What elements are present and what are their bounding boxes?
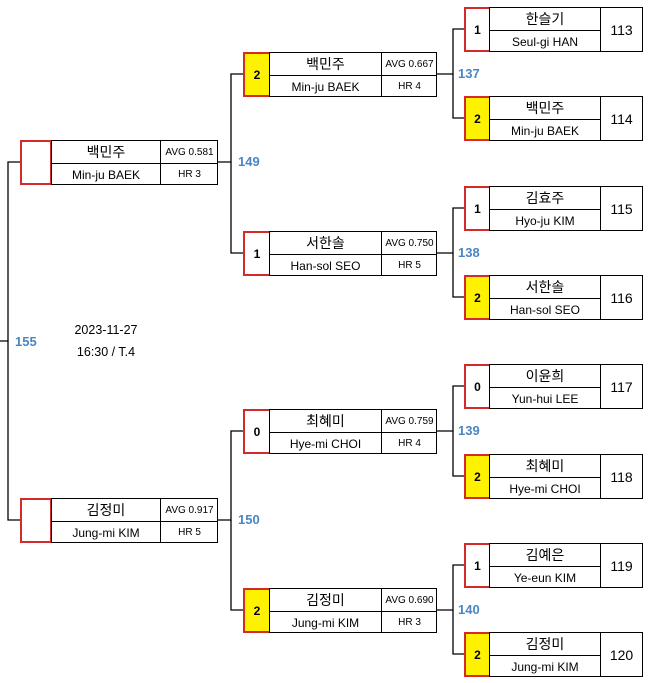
player-name-korean: 김정미: [86, 502, 126, 518]
player-high-run: HR 5: [398, 260, 421, 271]
player-name-korean: 서한솔: [525, 279, 565, 295]
player-name-english: Seul-gi HAN: [511, 34, 579, 49]
player-name-korean: 최혜미: [306, 413, 345, 429]
player-name-english: Min-ju BAEK: [291, 79, 360, 94]
round16-player-card: 최혜미 Hye-mi CHOI 118: [489, 454, 643, 499]
semifinal-player-card: 김정미 Jung-mi KIM AVG 0.917 HR 5: [51, 498, 218, 543]
player-name-korean: 김정미: [306, 592, 345, 608]
player-name-english: Min-ju BAEK: [71, 167, 141, 182]
player-average: AVG 0.667: [385, 58, 434, 70]
player-name-korean: 최혜미: [525, 458, 565, 474]
round16-score-box: 1: [464, 7, 491, 52]
event-date: 2023-11-27: [74, 323, 138, 337]
quarterfinal-match-number: 137: [458, 66, 480, 81]
player-average: AVG 0.581: [165, 146, 214, 158]
semifinal-player-card: 백민주 Min-ju BAEK AVG 0.581 HR 3: [51, 140, 218, 185]
semifinal-score-box: [20, 140, 52, 185]
round16-score-box: 2: [464, 632, 491, 677]
match-number: 120: [609, 646, 634, 663]
player-name-english: Jung-mi KIM: [291, 615, 360, 630]
player-average: AVG 0.690: [385, 594, 434, 606]
round16-score-box: 1: [464, 186, 491, 231]
quarterfinal-player-card: 최혜미 Hye-mi CHOI AVG 0.759 HR 4: [269, 409, 437, 454]
player-average: AVG 0.750: [385, 237, 434, 249]
quarterfinal-match-number: 139: [458, 423, 480, 438]
player-name-korean: 김효주: [525, 190, 565, 206]
player-name-korean: 김정미: [525, 636, 565, 652]
quarterfinal-score-box: 0: [243, 409, 271, 454]
round16-player-card: 서한솔 Han-sol SEO 116: [489, 275, 643, 320]
player-name-english: Jung-mi KIM: [511, 659, 579, 674]
match-number: 114: [610, 110, 633, 127]
quarterfinal-player-card: 김정미 Jung-mi KIM AVG 0.690 HR 3: [269, 588, 437, 633]
match-number: 116: [610, 289, 633, 306]
round16-player-card: 김효주 Hyo-ju KIM 115: [489, 186, 643, 231]
player-name-english: Hye-mi CHOI: [289, 436, 362, 451]
round16-player-card: 백민주 Min-ju BAEK 114: [489, 96, 643, 141]
player-average: AVG 0.759: [385, 415, 434, 427]
match-number: 118: [610, 468, 633, 485]
player-name-english: Han-sol SEO: [290, 258, 361, 273]
round16-player-card: 이윤희 Yun-hui LEE 117: [489, 364, 643, 409]
match-number: 115: [610, 200, 633, 217]
quarterfinal-score-box: 2: [243, 588, 271, 633]
player-name-korean: 백민주: [525, 100, 565, 116]
player-name-korean: 서한솔: [306, 235, 345, 251]
quarterfinal-score-box: 1: [243, 231, 271, 276]
round16-score-box: 2: [464, 275, 491, 320]
round16-player-card: 김예은 Ye-eun KIM 119: [489, 543, 643, 588]
round16-score-box: 2: [464, 96, 491, 141]
player-name-korean: 이윤희: [525, 368, 565, 384]
round16-player-card: 한슬기 Seul-gi HAN 113: [489, 7, 643, 52]
quarterfinal-player-card: 서한솔 Han-sol SEO AVG 0.750 HR 5: [269, 231, 437, 276]
player-average: AVG 0.917: [165, 504, 214, 516]
player-name-english: Yun-hui LEE: [511, 391, 579, 406]
final-match-number: 155: [15, 334, 37, 349]
player-high-run: HR 3: [398, 617, 421, 628]
semifinal-match-number: 150: [238, 512, 260, 527]
round16-score-box: 2: [464, 454, 491, 499]
quarterfinal-player-card: 백민주 Min-ju BAEK AVG 0.667 HR 4: [269, 52, 437, 97]
player-high-run: HR 5: [178, 527, 201, 538]
player-name-english: Hyo-ju KIM: [515, 213, 575, 228]
round16-player-card: 김정미 Jung-mi KIM 120: [489, 632, 643, 677]
player-name-korean: 한슬기: [525, 11, 565, 27]
match-number: 117: [610, 378, 633, 395]
round16-score-box: 0: [464, 364, 491, 409]
player-high-run: HR 4: [398, 81, 421, 92]
quarterfinal-match-number: 140: [458, 602, 480, 617]
player-name-korean: 백민주: [86, 144, 126, 160]
round16-score-box: 1: [464, 543, 491, 588]
player-name-english: Han-sol SEO: [509, 302, 581, 317]
player-name-english: Min-ju BAEK: [510, 123, 580, 138]
player-name-english: Ye-eun KIM: [513, 570, 577, 585]
player-name-english: Hye-mi CHOI: [509, 481, 581, 496]
match-number: 113: [610, 21, 633, 38]
player-high-run: HR 4: [398, 438, 421, 449]
player-name-korean: 김예은: [525, 547, 565, 563]
player-high-run: HR 3: [178, 169, 201, 180]
quarterfinal-match-number: 138: [458, 245, 480, 260]
player-name-english: Jung-mi KIM: [72, 525, 140, 540]
match-number: 119: [610, 557, 633, 574]
player-name-korean: 백민주: [306, 56, 345, 72]
quarterfinal-score-box: 2: [243, 52, 271, 97]
event-time-table: 16:30 / T.4: [76, 345, 136, 359]
semifinal-score-box: [20, 498, 52, 543]
semifinal-match-number: 149: [238, 154, 260, 169]
